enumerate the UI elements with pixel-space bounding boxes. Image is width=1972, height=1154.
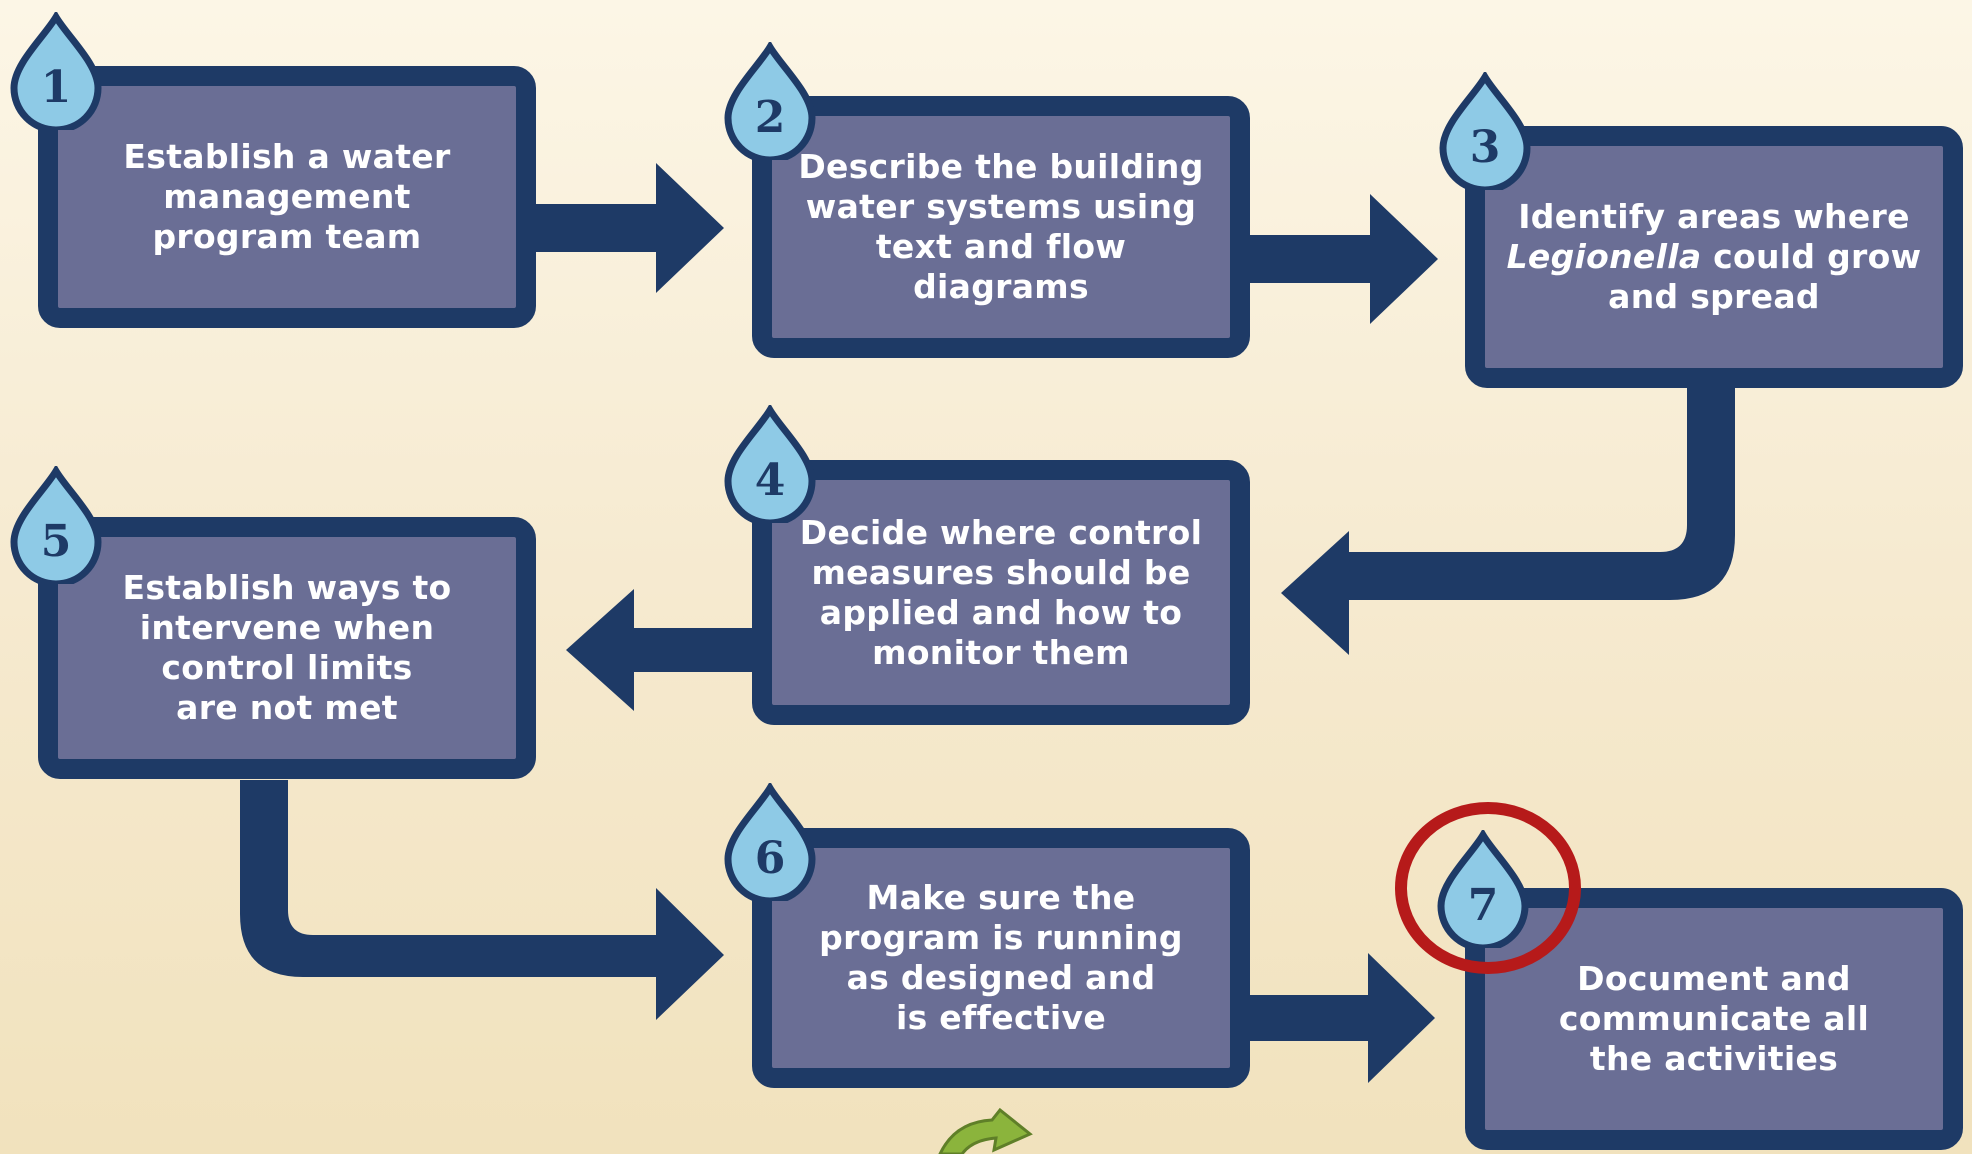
step-1-line: management bbox=[163, 177, 411, 216]
arrow-right-icon bbox=[240, 780, 724, 1020]
step-6-box: Make sure the program is running as desi… bbox=[752, 828, 1250, 1088]
step-7-line: the activities bbox=[1589, 1039, 1839, 1078]
step-2-line: Describe the building bbox=[798, 147, 1204, 186]
step-1-line: program team bbox=[152, 217, 422, 256]
step-2-box: Describe the building water systems usin… bbox=[752, 96, 1250, 358]
step-5-badge: 5 bbox=[6, 466, 106, 584]
step-1-line: Establish a water bbox=[123, 137, 451, 176]
step-4-line: Decide where control bbox=[799, 512, 1203, 552]
step-5-text: Establish ways to intervene when control… bbox=[122, 568, 451, 728]
arrow-right-icon bbox=[1245, 194, 1438, 324]
step-2-line: water systems using bbox=[805, 187, 1197, 226]
step-4-line: applied and how to bbox=[819, 592, 1183, 632]
step-4-line: measures should be bbox=[811, 552, 1191, 592]
drop-badge-icon bbox=[10, 466, 102, 584]
step-4-line: monitor them bbox=[872, 632, 1130, 672]
step-5-box: Establish ways to intervene when control… bbox=[38, 517, 536, 779]
step-5-number: 5 bbox=[40, 516, 72, 567]
step-4-box: Decide where control measures should be … bbox=[752, 460, 1250, 725]
step-1-badge: 1 bbox=[6, 12, 106, 130]
drop-badge-icon bbox=[724, 405, 816, 523]
step-6-number: 6 bbox=[754, 833, 786, 884]
drop-badge-icon bbox=[1439, 72, 1531, 190]
step-3-legionella: Legionella bbox=[1506, 237, 1702, 276]
drop-badge-icon bbox=[10, 12, 102, 130]
step-5-line: are not met bbox=[176, 688, 398, 727]
step-1-number: 1 bbox=[40, 62, 72, 113]
step-5-line: control limits bbox=[161, 648, 413, 687]
step-2-badge: 2 bbox=[720, 42, 820, 160]
step-6-line: as designed and bbox=[846, 958, 1156, 997]
step-3-badge: 3 bbox=[1435, 72, 1535, 190]
arrow-left-icon bbox=[1281, 385, 1735, 655]
step-6-badge: 6 bbox=[720, 783, 820, 901]
step-3-line: Identify areas where bbox=[1518, 197, 1910, 236]
step-3-box: Identify areas where Legionella could gr… bbox=[1465, 126, 1963, 388]
step-7-text: Document and communicate all the activit… bbox=[1559, 959, 1869, 1079]
step-7-number: 7 bbox=[1467, 880, 1499, 931]
step-2-number: 2 bbox=[754, 92, 786, 143]
arrow-left-icon bbox=[566, 589, 755, 711]
step-7-line: Document and bbox=[1577, 959, 1851, 998]
step-7-box: Document and communicate all the activit… bbox=[1465, 888, 1963, 1150]
step-3-text: Identify areas where Legionella could gr… bbox=[1507, 197, 1922, 317]
step-2-line: text and flow diagrams bbox=[875, 227, 1127, 306]
step-2-text: Describe the building water systems usin… bbox=[790, 147, 1212, 307]
step-4-badge: 4 bbox=[720, 405, 820, 523]
step-1-box: Establish a water management program tea… bbox=[38, 66, 536, 328]
step-5-line: Establish ways to bbox=[122, 568, 452, 607]
step-4-text: Decide where control measures should be … bbox=[800, 513, 1202, 673]
step-5-line: intervene when bbox=[139, 608, 435, 647]
drop-badge-icon bbox=[724, 783, 816, 901]
step-6-line: Make sure the bbox=[866, 878, 1136, 917]
step-3-line: and spread bbox=[1608, 277, 1820, 316]
step-4-number: 4 bbox=[754, 455, 786, 506]
step-6-line: is effective bbox=[895, 998, 1107, 1037]
step-3-number: 3 bbox=[1469, 122, 1501, 173]
arrow-right-icon bbox=[1240, 953, 1435, 1083]
step-7-badge: 7 bbox=[1433, 830, 1533, 948]
step-1-text: Establish a water management program tea… bbox=[123, 137, 450, 257]
step-7-line: communicate all bbox=[1558, 999, 1870, 1038]
step-3-line: could grow bbox=[1701, 237, 1922, 276]
step-6-text: Make sure the program is running as desi… bbox=[819, 878, 1183, 1038]
drop-badge-icon bbox=[724, 42, 816, 160]
arrow-right-icon bbox=[530, 163, 724, 293]
step-6-line: program is running bbox=[819, 918, 1183, 957]
